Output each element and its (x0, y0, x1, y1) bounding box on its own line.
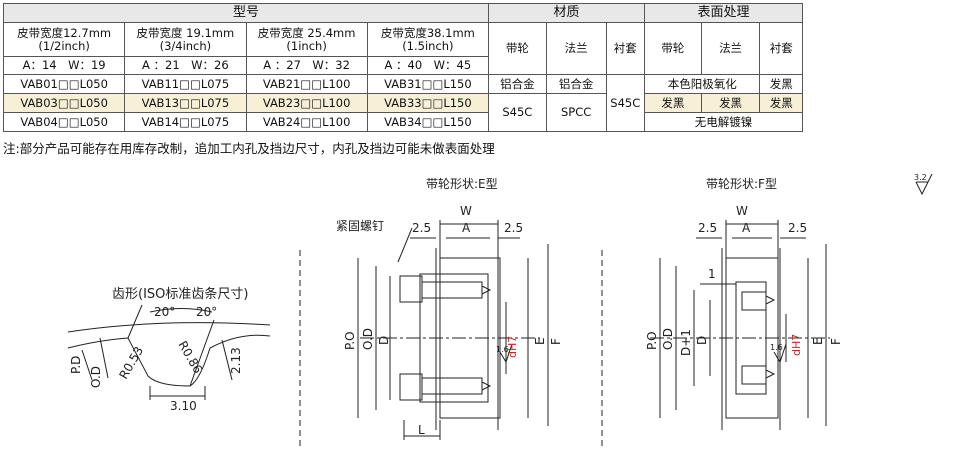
f-bore: dH7 (790, 334, 803, 356)
e-a: A (462, 221, 471, 235)
e-s1: 2.5 (412, 221, 431, 235)
e-title: 带轮形状:E型 (426, 177, 498, 191)
tooth-angle-right: 20° (196, 305, 217, 319)
e-s2: 2.5 (504, 221, 523, 235)
tooth-od: O.D (89, 366, 103, 388)
aw-values: A ：21 W：26 (124, 56, 247, 75)
mat-col: 衬套 (605, 22, 645, 75)
width-col: 皮带宽度 25.4mm(1inch) (245, 22, 368, 57)
width-col: 皮带宽度12.7mm(1/2inch) (2, 22, 126, 57)
f-od: O.D (661, 328, 675, 350)
aw-values: A ：27 W：32 (245, 56, 368, 75)
surface-cell: 本色阳极氧化 (643, 74, 761, 94)
model-cell: VAB01□□L050 (2, 74, 126, 94)
surface-cell: 无电解镀镍 (644, 112, 803, 132)
e-od: O.D (361, 328, 375, 350)
model-cell: VAB04□□L050 (2, 112, 126, 132)
surface-cell: 发黑 (644, 93, 702, 113)
surface-cell: 发黑 (759, 93, 803, 113)
width-col: 皮带宽度 19.1mm(3/4inch) (124, 22, 247, 57)
roughness-symbol (915, 173, 933, 196)
material-cell: S45C (488, 93, 547, 132)
f-roughness: 1.6 (770, 343, 783, 352)
tooth-angle-left: 20° (154, 305, 175, 319)
spec-table: 型号 材质 表面处理 皮带宽度12.7mm(1/2inch) 皮带宽度 19.1… (2, 3, 803, 132)
tooth-r1: R0.53 (116, 344, 146, 381)
mat-col: 带轮 (488, 22, 547, 75)
f-s1: 2.5 (698, 221, 717, 235)
surf-col: 法兰 (700, 22, 761, 75)
aw-values: A ：40 W：45 (366, 56, 490, 75)
model-cell: VAB13□□L075 (124, 93, 247, 113)
surface-cell: 发黑 (700, 93, 761, 113)
model-cell: VAB34□□L150 (366, 112, 490, 132)
model-cell: VAB31□□L150 (366, 74, 490, 94)
surf-col: 衬套 (759, 22, 803, 75)
roughness-value: 3.2 (914, 173, 927, 182)
f-title: 带轮形状:F型 (706, 177, 777, 191)
technical-drawings: 3.2 齿形(ISO标准齿条尺寸) 20° 20° R0.53 R0.86 2.… (67, 173, 933, 450)
width-col: 皮带宽度38.1mm(1.5inch) (366, 22, 490, 57)
footnote: 注:部分产品可能存在用库存改制，追加工内孔及挡边尺寸，内孔及挡边可能未做表面处理 (3, 141, 495, 156)
material-cell: SPCC (545, 93, 607, 132)
material-cell: S45C (605, 74, 645, 132)
mat-col: 法兰 (545, 22, 607, 75)
tooth-height: 2.13 (229, 347, 243, 374)
material-cell: 铝合金 (488, 74, 547, 94)
e-screw-label: 紧固螺钉 (336, 219, 384, 233)
surface-cell: 发黑 (759, 74, 803, 94)
f-d1: D+1 (679, 329, 693, 356)
tooth-pitch: 3.10 (170, 399, 197, 413)
aw-values: A：14 W：19 (2, 56, 126, 75)
e-d: D (377, 336, 391, 345)
f-pulley-drawing (650, 220, 830, 430)
header-model: 型号 (3, 3, 489, 23)
f-a: A (742, 221, 751, 235)
tooth-title: 齿形(ISO标准齿条尺寸) (112, 286, 248, 302)
e-pulley-drawing (357, 220, 549, 440)
header-material: 材质 (488, 3, 645, 23)
f-d: D (695, 336, 709, 345)
e-bore: dH7 (506, 336, 519, 358)
tooth-profile (67, 304, 271, 400)
f-f: F (829, 338, 843, 345)
e-roughness: 1.6 (496, 345, 509, 354)
e-l: L (418, 423, 425, 437)
e-po: P.O (343, 331, 357, 350)
model-cell: VAB24□□L100 (245, 112, 368, 132)
f-s2: 2.5 (788, 221, 807, 235)
f-po: P.O (645, 331, 659, 350)
surf-col: 带轮 (644, 22, 702, 75)
model-cell: VAB23□□L100 (245, 93, 368, 113)
model-cell: VAB11□□L075 (124, 74, 247, 94)
f-one: 1 (708, 267, 716, 281)
model-cell: VAB03□□L050 (2, 93, 126, 113)
material-cell: 铝合金 (545, 74, 607, 94)
model-cell: VAB21□□L100 (245, 74, 368, 94)
f-w: W (736, 204, 748, 218)
f-e: E (811, 337, 825, 345)
e-w: W (460, 204, 472, 218)
e-e: E (533, 337, 547, 345)
header-surface: 表面处理 (644, 3, 803, 23)
tooth-pd: P.D (69, 356, 83, 374)
e-f: F (549, 338, 563, 345)
model-cell: VAB33□□L150 (366, 93, 490, 113)
model-cell: VAB14□□L075 (124, 112, 247, 132)
